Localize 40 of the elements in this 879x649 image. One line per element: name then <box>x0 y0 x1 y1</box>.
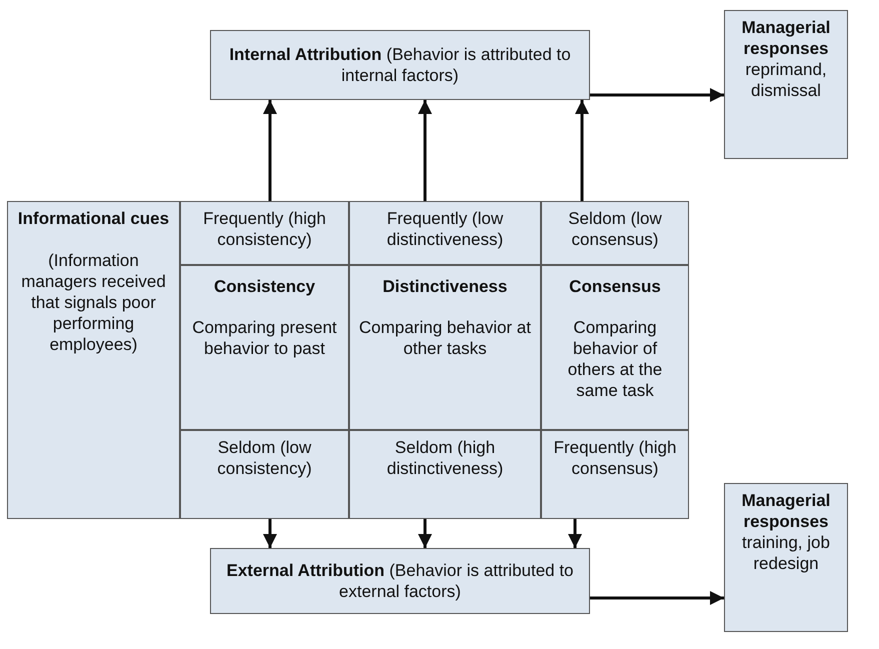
heading: Distinctiveness <box>382 276 508 297</box>
description: (Information managers received that signals poor performing employees) <box>20 250 167 355</box>
cell-text: Seldom (low consistency) <box>216 437 313 479</box>
arrow <box>590 591 724 605</box>
frequency-cell <box>180 430 349 519</box>
arrow <box>263 100 277 201</box>
description: External Attribution (Behavior is attributed to external factors) <box>225 560 575 602</box>
attribution-box <box>210 30 590 100</box>
response-box <box>724 483 848 632</box>
dimension-cell <box>180 265 349 430</box>
description: reprimand, dismissal <box>744 59 828 101</box>
arrow <box>575 100 589 201</box>
description: training, job redesign <box>741 532 831 574</box>
frequency-cell <box>349 430 541 519</box>
heading: Informational cues <box>18 208 170 229</box>
arrow <box>263 519 277 548</box>
description: Comparing behavior at other tasks <box>358 317 532 359</box>
arrow <box>590 88 724 102</box>
cell-text: Seldom (low consensus) <box>567 208 663 250</box>
heading: Consistency <box>214 276 316 297</box>
attribution-box <box>210 548 590 614</box>
response-box <box>724 10 848 159</box>
cell-text: Frequently (low distinctiveness) <box>386 208 504 250</box>
description: Comparing behavior of others at the same task <box>566 317 664 401</box>
frequency-cell <box>180 201 349 265</box>
cell-text: Seldom (high distinctiveness) <box>386 437 504 479</box>
dimension-cell <box>349 265 541 430</box>
description: Internal Attribution (Behavior is attributed to internal factors) <box>228 44 572 86</box>
description: Comparing present behavior to past <box>191 317 338 359</box>
frequency-cell <box>541 430 689 519</box>
arrow <box>418 519 432 548</box>
arrow <box>418 100 432 201</box>
arrow <box>568 519 582 548</box>
dimension-cell <box>541 265 689 430</box>
cues-cell <box>7 201 180 519</box>
heading: Consensus <box>569 276 661 297</box>
cell-text: Frequently (high consensus) <box>552 437 678 479</box>
cell-text: Frequently (high consistency) <box>202 208 327 250</box>
frequency-cell <box>541 201 689 265</box>
frequency-cell <box>349 201 541 265</box>
